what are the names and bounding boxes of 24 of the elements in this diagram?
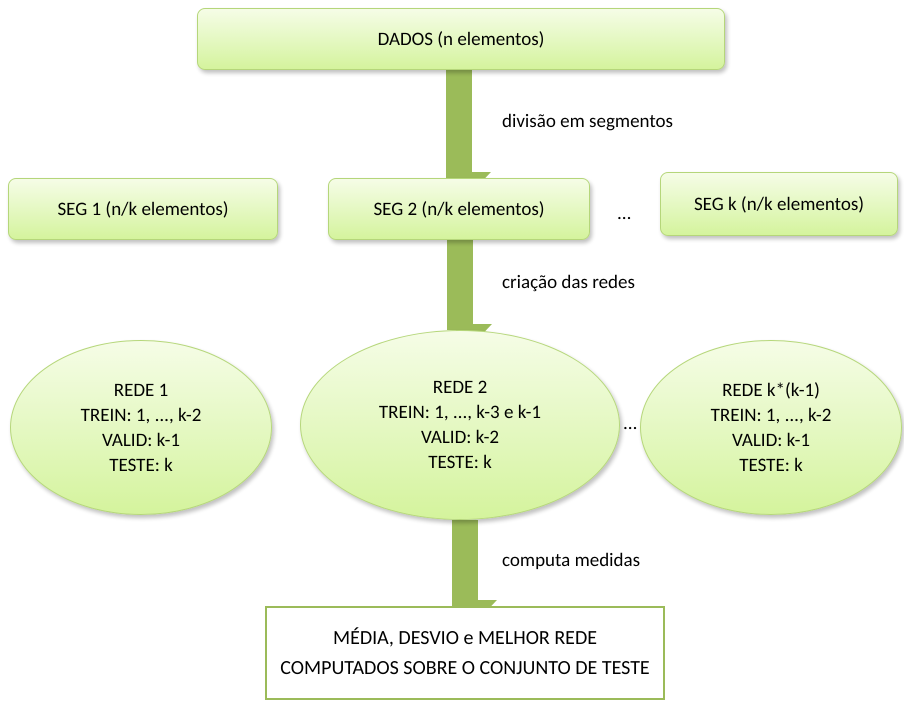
ellipsis-text: ... [617, 201, 632, 227]
process-box [328, 178, 590, 240]
node-text: TREIN: 1, ..., k-3 e k-1 [378, 400, 542, 425]
node-text: TESTE: k [428, 450, 492, 475]
process-box [197, 8, 725, 70]
node-text: TREIN: 1, ..., k-2 [710, 402, 832, 428]
node-text: VALID: k-1 [732, 428, 810, 452]
node-text: SEG k (n/k elementos) [694, 192, 864, 216]
node-text: TESTE: k [739, 452, 803, 478]
node-text: TESTE: k [109, 452, 173, 478]
node-text: SEG 1 (n/k elementos) [57, 196, 229, 222]
node-text: TREIN: 1, ..., k-2 [80, 402, 202, 428]
node-text: SEG 2 (n/k elementos) [373, 196, 545, 222]
process-box [8, 178, 278, 240]
node-text: REDE 1 [114, 378, 168, 402]
node-text: VALID: k-1 [102, 428, 180, 452]
process-box [660, 172, 898, 236]
ellipsis-text: ... [623, 411, 638, 437]
node-text: REDE 2 [432, 375, 488, 400]
node-text: REDE k*(k-1) [722, 378, 820, 402]
node-text: MÉDIA, DESVIO e MELHOR REDE COMPUTADOS SOBRE O CONJUNTO DE TESTE [279, 625, 651, 682]
node-text: VALID: k-2 [420, 425, 500, 450]
result-box [265, 606, 665, 700]
node-text: DADOS (n elementos) [378, 26, 544, 52]
